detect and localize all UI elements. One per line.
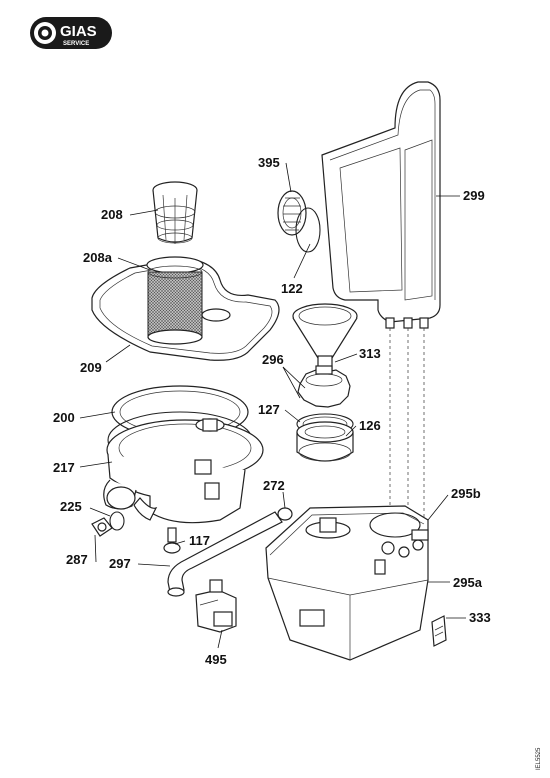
part-295a-salt-reservoir (265, 505, 429, 661)
label-122: 122 (281, 281, 303, 296)
part-225-seal (109, 511, 125, 531)
label-225: 225 (60, 499, 82, 514)
part-333-bracket (431, 615, 447, 647)
sump-body (103, 418, 264, 524)
label-297: 297 (109, 556, 131, 571)
label-299: 299 (463, 188, 485, 203)
label-117: 117 (189, 533, 210, 548)
label-200: 200 (53, 410, 75, 425)
gias-service-logo: GIAS SERVICE (30, 17, 112, 49)
part-495-valve (195, 579, 237, 633)
logo-brand-text: GIAS (60, 23, 97, 40)
part-272-clamp (277, 507, 293, 521)
label-127: 127 (258, 402, 280, 417)
label-272: 272 (263, 478, 285, 493)
label-296: 296 (262, 352, 284, 367)
drawing-code: IEL5525 (536, 747, 542, 770)
part-labels: 395 299 208 208a 122 209 296 313 127 126… (53, 155, 491, 667)
part-313-funnel (292, 303, 358, 373)
label-295b: 295b (451, 486, 481, 501)
label-495: 495 (205, 652, 227, 667)
part-297-hose (167, 511, 283, 597)
part-208-filter-cup (152, 181, 198, 244)
part-126-ring-nut (296, 421, 354, 462)
label-208a: 208a (83, 250, 113, 265)
label-333: 333 (469, 610, 491, 625)
label-295a: 295a (453, 575, 483, 590)
part-299-softener-container (321, 81, 441, 530)
part-122-seal-ring (295, 207, 321, 253)
label-209: 209 (80, 360, 102, 375)
logo-sub-text: SERVICE (63, 41, 89, 47)
label-313: 313 (359, 346, 381, 361)
label-217: 217 (53, 460, 75, 475)
leader-lines (79, 162, 466, 649)
part-117-fitting (163, 527, 181, 554)
part-296-knob (297, 365, 351, 408)
label-395: 395 (258, 155, 280, 170)
label-208: 208 (101, 207, 123, 222)
part-208a-mesh-filter (146, 256, 204, 345)
part-287-connector (91, 517, 113, 537)
label-287: 287 (66, 552, 88, 567)
label-126: 126 (359, 418, 381, 433)
part-395-cap (277, 190, 307, 236)
